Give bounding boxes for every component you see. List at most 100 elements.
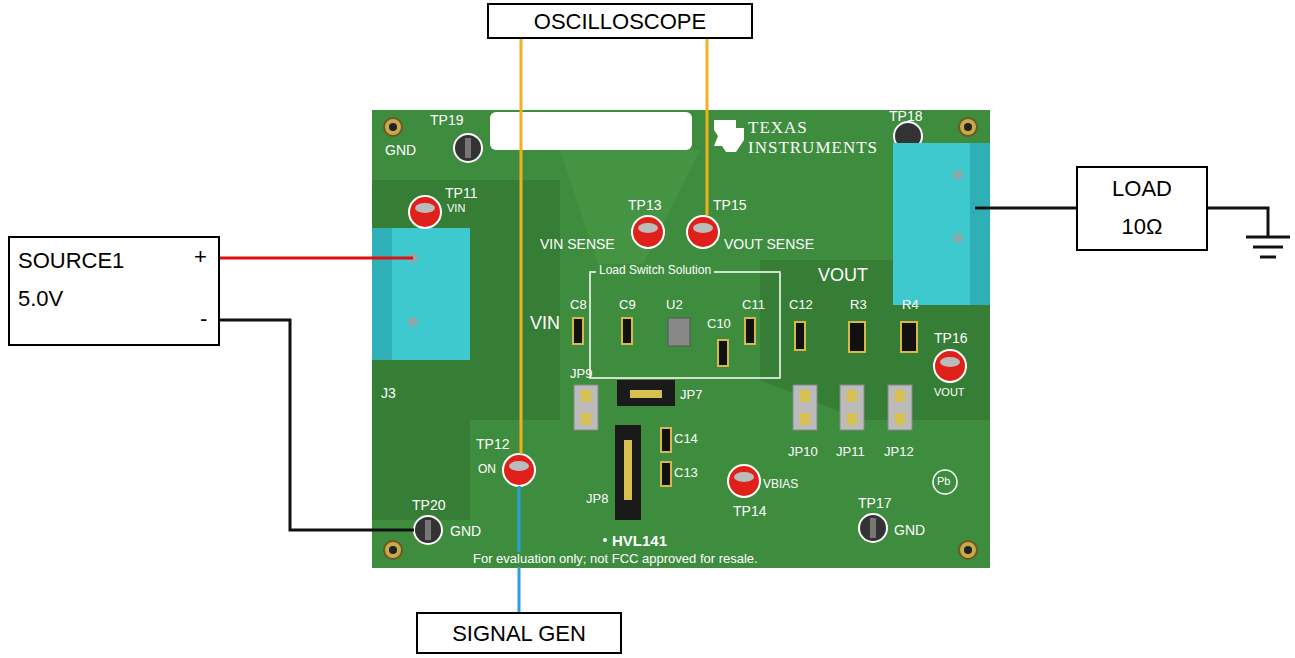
capacitor [573, 318, 583, 344]
board-label: TP14 [733, 503, 766, 519]
jumper-shunt [617, 380, 675, 406]
test-point [465, 138, 471, 158]
board-label: TP13 [628, 197, 661, 213]
board-label: C8 [570, 298, 587, 313]
capacitor [622, 318, 632, 344]
terminal-block [970, 143, 990, 305]
board-label: TP17 [858, 495, 891, 511]
pin-header [888, 385, 912, 430]
mounting-hole [389, 546, 397, 554]
board-label: VIN SENSE [540, 236, 615, 252]
board-label: J3 [381, 385, 396, 401]
capacitor [661, 428, 671, 452]
board-label: C12 [789, 298, 813, 313]
board-label: GND [450, 523, 481, 539]
instrument-box: SIGNAL GEN [416, 612, 622, 654]
ground-wire [220, 320, 414, 530]
capacitor [718, 340, 728, 366]
pin [847, 413, 857, 425]
terminal-pin [953, 233, 963, 243]
board-label: JP7 [680, 388, 702, 403]
board-label: JP12 [884, 445, 914, 460]
pin [581, 390, 591, 402]
board-label: TP19 [430, 112, 463, 128]
test-point [693, 223, 713, 233]
terminal-block [893, 143, 990, 305]
jumper-shunt [615, 425, 641, 520]
jumper-clip [630, 390, 662, 398]
ic-chip [668, 318, 690, 346]
board-label: JP9 [570, 367, 592, 382]
copper-pour [372, 180, 560, 520]
board-label: C13 [674, 466, 698, 481]
board-label: GND [894, 522, 925, 538]
pin [895, 390, 905, 402]
supply-wire [220, 257, 413, 260]
board-label: ON [478, 463, 496, 477]
board-label: JP10 [788, 445, 818, 460]
board-label: VOUT SENSE [724, 236, 814, 252]
load-wire [975, 207, 1076, 210]
test-point [934, 350, 966, 382]
board-label: C11 [742, 298, 765, 313]
load-wire [1208, 208, 1268, 236]
ground-symbol [1253, 246, 1283, 249]
board-label: C10 [707, 317, 731, 332]
board-label: HVL141 [612, 532, 667, 549]
board-label: JP11 [836, 445, 865, 460]
capacitor [795, 322, 805, 350]
board-label: Pb [937, 475, 950, 488]
mounting-hole [384, 118, 402, 136]
probe-wire [706, 39, 709, 215]
board-label: R4 [902, 298, 919, 313]
board-label: TP16 [934, 330, 967, 346]
instrument-box: LOAD 10Ω [1076, 166, 1208, 251]
pcb-board [372, 110, 990, 568]
resistor [849, 322, 865, 352]
test-point [728, 465, 760, 497]
board-label: TP11 [445, 185, 477, 201]
pin [581, 413, 591, 425]
pin [800, 413, 810, 425]
box-text: LOAD [1112, 176, 1172, 202]
test-point [415, 203, 435, 213]
test-point [425, 520, 431, 540]
board-label: VIN [530, 313, 560, 334]
box-text: SOURCE1 [18, 248, 124, 274]
test-point [859, 514, 887, 542]
resistor [901, 322, 917, 352]
test-point [940, 357, 960, 367]
test-point [503, 454, 535, 486]
box-text: SIGNAL GEN [452, 621, 586, 647]
ti-logo [714, 120, 744, 152]
test-point [454, 134, 482, 162]
board-label: TP20 [412, 497, 445, 513]
box-text: - [200, 306, 207, 332]
terminal-pin [953, 170, 963, 180]
board-label: GND [385, 142, 416, 158]
board-label: U2 [666, 298, 683, 313]
pin1-dot [603, 538, 607, 542]
jumper-clip [624, 440, 632, 500]
box-text: + [194, 244, 207, 270]
test-point [409, 196, 441, 228]
test-point [509, 461, 529, 471]
box-text: 5.0V [18, 286, 63, 312]
capacitor [661, 462, 671, 486]
ground-symbol [1260, 256, 1276, 259]
mounting-hole [959, 541, 977, 559]
pin-header [840, 385, 864, 430]
board-label: TP12 [476, 436, 509, 452]
board-label: VOUT [934, 386, 965, 399]
board-label: TP18 [889, 108, 922, 124]
terminal-block [372, 228, 392, 360]
box-text: 10Ω [1122, 214, 1163, 240]
test-point [632, 216, 664, 248]
board-label: VBIAS [763, 478, 798, 492]
pin [800, 390, 810, 402]
board-label: R3 [850, 298, 867, 313]
mounting-hole [384, 541, 402, 559]
board-label: TP15 [713, 197, 746, 213]
test-point [870, 518, 876, 538]
